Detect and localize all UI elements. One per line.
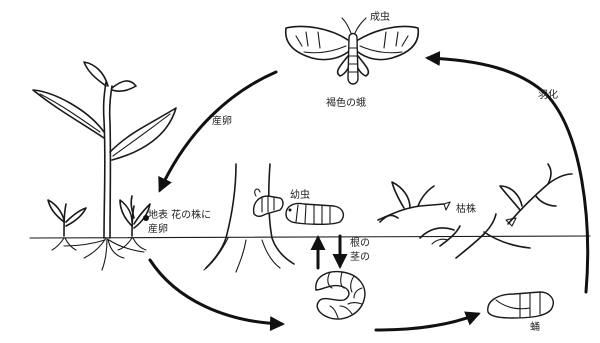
moth-illustration (286, 18, 419, 84)
pupa-illustration (488, 292, 554, 318)
arrow-egg-to-larva (150, 260, 282, 324)
larva-illustration (286, 203, 343, 224)
label-larva-crossing-line2: 茎の (350, 251, 370, 263)
label-pupa: 蛹 (530, 321, 540, 333)
grub-illustration (316, 272, 365, 319)
label-egg-site-line2: 産卵 (148, 222, 168, 235)
arrow-adult-to-egg (160, 72, 276, 190)
label-adult: 成虫 (370, 11, 390, 23)
host-plant-illustration (33, 62, 176, 270)
label-moth-name: 褐色の蛾 (326, 96, 366, 109)
tree-stump-illustration (204, 164, 294, 272)
seedling-with-eggs-illustration (118, 196, 150, 250)
label-egg-site-line1: 地表 花の株に (148, 208, 211, 221)
label-larva-crossing-line1: 根の (350, 236, 370, 249)
seedling-left-illustration (48, 200, 86, 250)
label-larva: 幼虫 (290, 188, 310, 201)
label-plant-debris: 枯株 (456, 202, 476, 215)
arrow-larva-to-pupa (376, 314, 478, 330)
ground-line (30, 236, 590, 238)
label-egg-laying: 産卵 (212, 114, 232, 127)
label-emergence: 羽化 (538, 88, 558, 101)
